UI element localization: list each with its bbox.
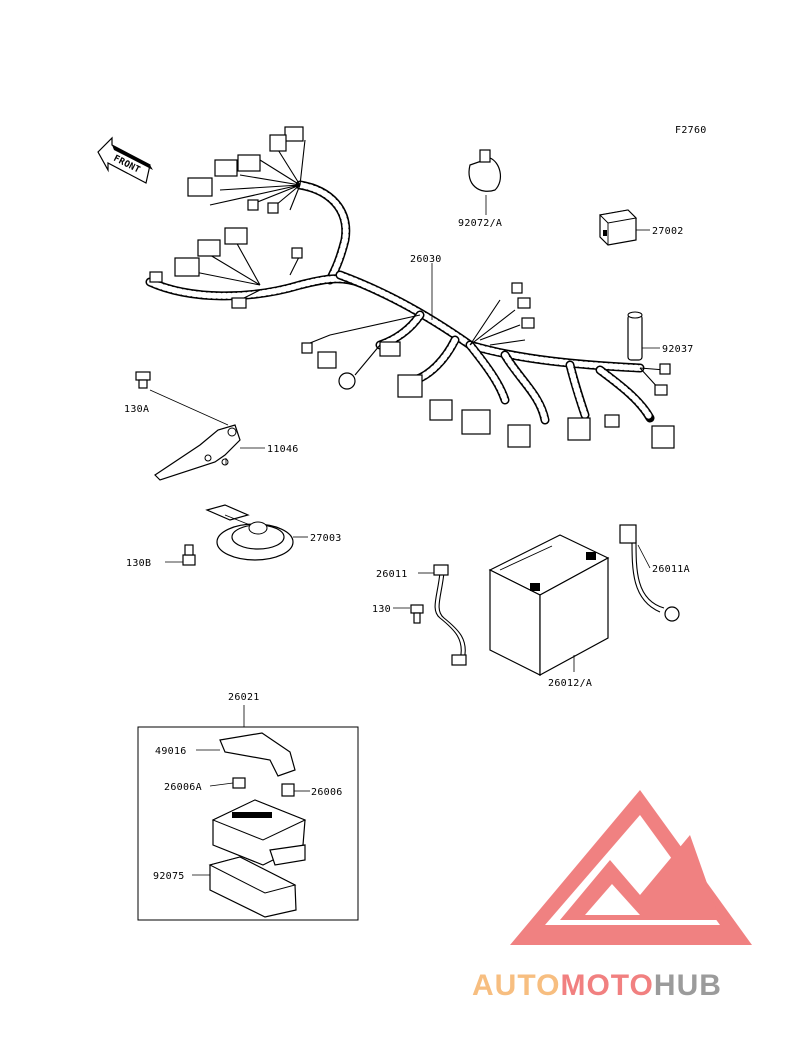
label-92072A: 92072/A (458, 218, 502, 229)
bolt-130 (410, 604, 424, 624)
main-harness (145, 126, 675, 449)
cap-92037 (627, 311, 643, 361)
cable-26011A (619, 524, 680, 622)
bolt-130B (182, 544, 196, 566)
part-labels: 92072/A 27002 26030 92037 130A 11046 270… (124, 218, 694, 882)
watermark-hub: HUB (654, 969, 722, 1002)
band-92072A (468, 149, 502, 192)
label-92075: 92075 (153, 871, 185, 882)
label-26011A: 26011A (652, 564, 690, 575)
label-27003: 27003 (310, 533, 342, 544)
label-11046: 11046 (267, 444, 299, 455)
label-49016: 49016 (155, 746, 187, 757)
bolt-130A (135, 371, 151, 389)
label-130: 130 (372, 604, 391, 615)
front-arrow-icon: FRONT (97, 136, 153, 184)
label-26006: 26006 (311, 787, 343, 798)
label-26011: 26011 (376, 569, 408, 580)
horn-27003 (205, 504, 294, 561)
label-130A: 130A (124, 404, 149, 415)
label-26012A: 26012/A (548, 678, 592, 689)
label-26006A: 26006A (164, 782, 202, 793)
cable-26011 (433, 564, 467, 666)
leader-lines (149, 195, 660, 876)
watermark-moto: MOTO (560, 969, 653, 1002)
automotohub-logo: AUTOMOTOHUB (472, 790, 752, 1002)
fuse-box-group (137, 726, 359, 921)
label-130B: 130B (126, 558, 151, 569)
relay-27002 (598, 209, 638, 246)
battery-26012A (488, 534, 610, 677)
watermark-auto: AUTO (472, 969, 560, 1002)
label-26030: 26030 (410, 254, 442, 265)
bracket-11046 (154, 424, 241, 481)
svg-text:AUTOMOTOHUB: AUTOMOTOHUB (472, 969, 722, 1002)
label-92037: 92037 (662, 344, 694, 355)
label-26021: 26021 (228, 692, 260, 703)
label-27002: 27002 (652, 226, 684, 237)
figure-code: F2760 (675, 125, 707, 136)
